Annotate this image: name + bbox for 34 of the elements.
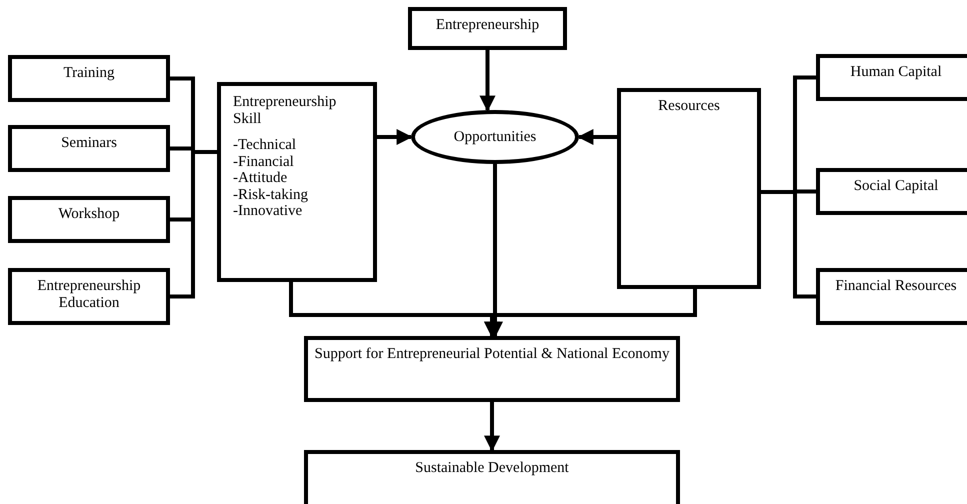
process-box [816, 168, 967, 215]
process-box [8, 268, 170, 325]
process-box [217, 82, 377, 282]
arrow [484, 402, 500, 452]
process-box [8, 125, 170, 172]
node-label: Resources [658, 98, 720, 114]
list-item: -Technical [233, 137, 296, 154]
arrow [480, 50, 496, 112]
node-label: Sustainable Development [415, 460, 569, 476]
process-box [8, 55, 170, 102]
process-box [408, 7, 567, 50]
process-box [816, 54, 967, 101]
process-box [304, 450, 680, 504]
node-label: Human Capital [850, 64, 942, 80]
process-box [8, 196, 170, 243]
node-label: Entrepreneurship [436, 17, 540, 34]
process-box [816, 268, 967, 325]
node-label: Workshop [58, 206, 120, 222]
arrow [577, 129, 617, 145]
node-label: Entrepreneurship Education [36, 278, 142, 311]
node-label: Seminars [61, 135, 117, 152]
node-label: Entrepreneurship Skill [233, 94, 338, 127]
list-item: -Attitude [233, 170, 288, 186]
process-box [617, 88, 761, 289]
list-item: -Risk-taking [233, 186, 308, 203]
list-item: -Financial [233, 154, 294, 170]
list-item: -Innovative [233, 203, 302, 220]
node-label: Social Capital [854, 178, 938, 194]
process-box [304, 336, 680, 402]
node-label: Opportunities [454, 128, 536, 146]
arrow [377, 129, 413, 145]
node-label: Financial Resources [835, 278, 957, 294]
node-label: Support for Entrepreneurial Potential & National Economy [314, 346, 670, 362]
node-label: Training [63, 65, 115, 82]
